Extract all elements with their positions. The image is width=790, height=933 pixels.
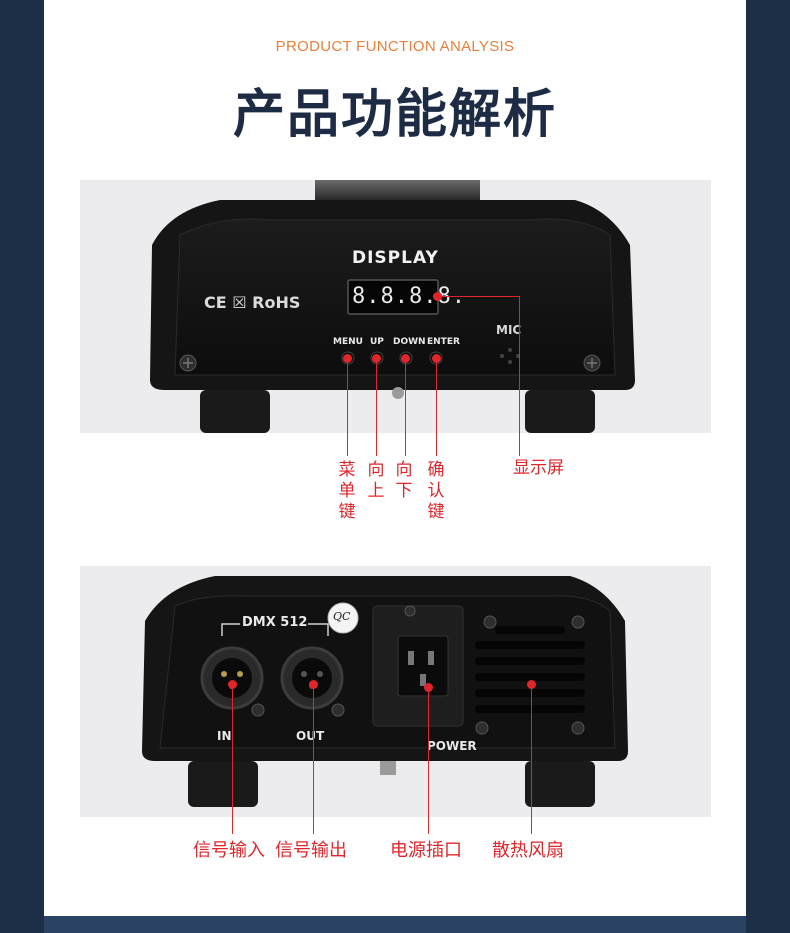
section-title: 产品功能解析 — [232, 85, 557, 145]
power-label: POWER — [427, 739, 477, 753]
callout-up: 向上 — [367, 460, 385, 501]
callout-line-signal-in — [232, 684, 233, 834]
callout-line-fan — [531, 684, 532, 834]
button-label-down: DOWN — [393, 337, 426, 347]
dmx-label: DMX 512 — [242, 615, 308, 630]
in-label: IN — [217, 729, 232, 743]
callout-line-power-socket — [428, 687, 429, 834]
front-panel-photo — [80, 180, 711, 433]
callout-display: 显示屏 — [513, 458, 564, 478]
mic-label: MIC — [496, 323, 522, 337]
button-label-up: UP — [370, 337, 384, 347]
callout-signal-out: 信号输出 — [275, 840, 347, 861]
display-label: DISPLAY — [352, 248, 439, 268]
callout-line-up — [376, 358, 377, 456]
callout-line-menu — [347, 358, 348, 456]
display-digits: 8.8.8.8. — [352, 284, 466, 309]
callout-power-socket: 电源插口 — [390, 840, 462, 861]
section-subtitle: PRODUCT FUNCTION ANALYSIS — [275, 38, 515, 55]
callout-line-enter — [436, 358, 437, 456]
callout-line-display-v — [519, 296, 520, 456]
qc-label: QC — [333, 610, 351, 623]
callout-line-display-h — [437, 296, 519, 297]
callout-enter-key: 确认键 — [427, 460, 445, 522]
button-label-enter: ENTER — [427, 337, 460, 347]
callout-down: 向下 — [395, 460, 413, 501]
callout-menu-key: 菜单键 — [338, 460, 356, 522]
callout-fan: 散热风扇 — [492, 840, 564, 861]
rear-panel-photo — [80, 566, 711, 817]
cert-marks: CE ☒ RoHS — [204, 293, 301, 312]
callout-line-signal-out — [313, 684, 314, 834]
out-label: OUT — [296, 729, 325, 743]
button-label-menu: MENU — [333, 337, 363, 347]
callout-signal-in: 信号输入 — [193, 840, 265, 861]
callout-line-down — [405, 358, 406, 456]
bottom-strip — [44, 916, 746, 933]
